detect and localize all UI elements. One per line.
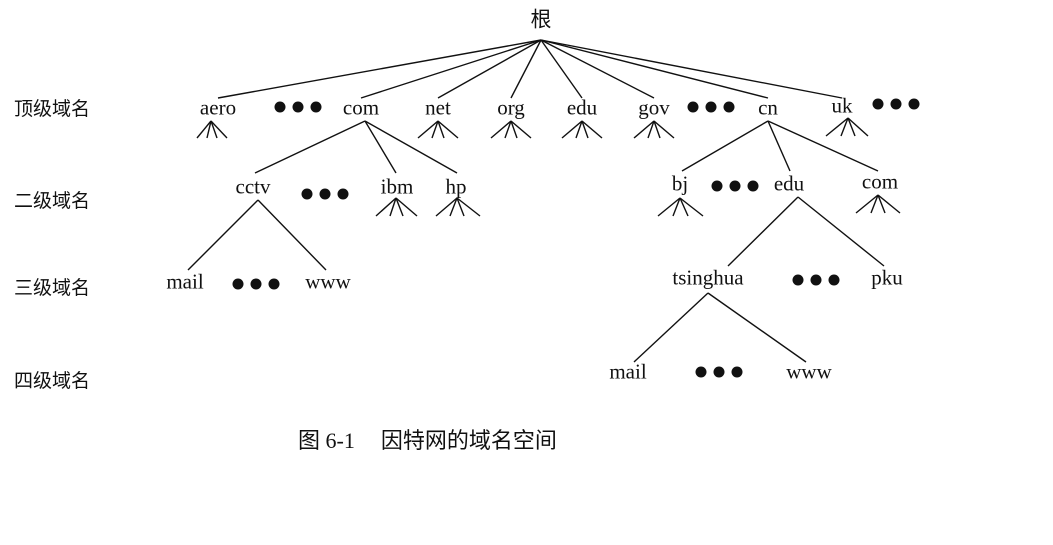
root-node: 根 [530,7,552,32]
figure-number: 图 6-1 [298,428,355,453]
edge-tsinghua-mail [633,292,709,363]
node-fourth-mail: mail [609,359,647,384]
edge-root-net [437,39,542,99]
edge-cctv-www [257,199,327,271]
node-third-www: www [305,269,351,294]
ellipsis-dots [687,101,735,113]
node-third-mail: mail [166,269,204,294]
edge-root-gov [540,39,655,99]
ellipsis-dots [872,98,920,110]
node-second-com: com [861,169,899,194]
fan-hp [435,197,481,217]
node-second-bj: bj [671,171,689,196]
ellipsis-dots [301,188,349,200]
edge-cn-com [767,120,879,172]
node-top-net: net [425,95,451,120]
edge-edu-tsinghua [727,196,799,267]
node-third-tsinghua: tsinghua [672,265,744,290]
figure-title: 因特网的域名空间 [380,429,557,454]
edge-com-hp [364,120,458,174]
node-second-ibm: ibm [380,174,414,199]
edge-cn-edu [767,120,791,172]
node-second-edu: edu [773,171,805,196]
fan-uk [825,117,869,137]
edge-root-org [510,39,542,99]
edge-root-edu [540,39,583,99]
fan-gov [633,120,675,139]
ellipsis-dots [792,274,840,286]
node-second-hp: hp [445,174,467,199]
node-top-edu: edu [566,95,598,120]
node-top-org: org [497,95,525,120]
edge-com-ibm [364,120,397,174]
node-top-cn: cn [758,95,778,120]
node-top-uk: uk [831,93,853,118]
node-fourth-www: www [786,359,832,384]
fan-cn-com [855,194,901,214]
ellipsis-dots [711,180,759,192]
ellipsis-dots [232,278,280,290]
ellipsis-dots [274,101,322,113]
edge-edu-pku [797,196,885,267]
fan-ibm [375,197,418,217]
fan-net [417,120,459,139]
level-label-fourth: 四级域名 [14,370,91,392]
edge-root-com [360,39,542,99]
level-label-second: 二级域名 [14,190,91,212]
edge-root-cn [540,39,769,99]
fan-bj [657,197,704,217]
node-top-gov: gov [638,95,670,120]
edge-cctv-mail [187,199,259,271]
fan-aero [196,120,228,139]
ellipsis-dots [695,366,743,378]
edge-com-cctv [254,120,366,174]
edge-tsinghua-www [707,292,807,363]
fan-org [490,120,532,139]
edge-cn-bj [681,120,769,172]
figure-caption: 图 6-1 因特网的域名空间 [298,423,557,455]
node-second-cctv: cctv [235,174,271,199]
node-top-com: com [342,95,380,120]
edge-root-uk [540,39,843,99]
fan-edu [561,120,603,139]
node-top-aero: aero [199,95,237,120]
node-third-pku: pku [871,265,903,290]
level-label-third: 三级域名 [14,277,91,299]
edge-root-aero [217,39,542,99]
level-label-top: 顶级域名 [14,98,91,120]
